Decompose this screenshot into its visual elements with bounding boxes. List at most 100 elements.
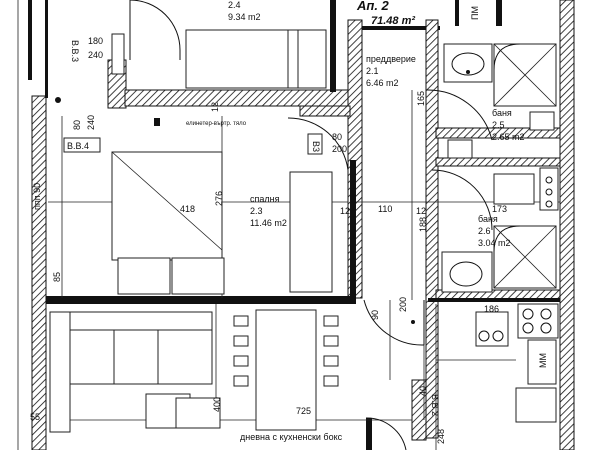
- vv4-label: В.В.4: [67, 141, 89, 151]
- wall-hall-top: [362, 26, 440, 30]
- dim-12a: 12: [340, 206, 350, 216]
- markers: [55, 97, 415, 324]
- hall-number: 2.1: [366, 66, 379, 76]
- door-swing-room-24: [129, 0, 181, 60]
- mm-label: ММ: [538, 353, 548, 368]
- washing-machine: [493, 173, 535, 205]
- room-24-area: 9.34 m2: [228, 12, 261, 22]
- dim-110: 110: [378, 204, 392, 214]
- hall-area: 6.46 m2: [366, 78, 399, 88]
- bed-pillow-right: [171, 257, 225, 295]
- sofa-side: [49, 311, 71, 433]
- dim-55: 55: [30, 412, 40, 422]
- hall-name: преддверие: [366, 54, 416, 64]
- bedroom-number: 2.3: [250, 206, 263, 216]
- wall-bedroom-top-right: [299, 105, 351, 117]
- hall-elements: [363, 89, 493, 346]
- bed-mattress: [185, 29, 297, 89]
- shaft-label: елинетер-въртр. тяло: [186, 121, 247, 127]
- dim-40: 40: [418, 386, 428, 396]
- dim-173: 173: [492, 204, 507, 214]
- column-vb2: [411, 379, 427, 441]
- vv3-label: В.В.3: [70, 40, 80, 62]
- fridge: [515, 387, 557, 423]
- bath1-name: баня: [492, 108, 512, 118]
- bed-pillow-left: [117, 257, 171, 295]
- bath1-area: 2.65 m2: [492, 132, 525, 142]
- dim-240a: 240: [88, 50, 103, 60]
- door-swing-bath2: [431, 169, 493, 231]
- headboard: [287, 29, 299, 89]
- wall-kitchen-top: [428, 298, 560, 302]
- dim-725: 725: [296, 406, 311, 416]
- dim-12c: 12: [210, 102, 220, 112]
- door-swing-hall: [425, 89, 493, 141]
- vb3-label: В3: [311, 141, 321, 152]
- dim-80b: 80: [332, 132, 342, 142]
- dim-165: 165: [416, 91, 426, 106]
- walls: [28, 0, 575, 450]
- dim-85: 85: [52, 272, 62, 282]
- left-exterior-wall: [31, 95, 47, 450]
- room-24-furniture: [111, 0, 327, 89]
- bath1-number: 2.5: [492, 120, 505, 130]
- dim-200b: 200: [398, 297, 408, 312]
- apartment-area: 71.48 m²: [371, 15, 415, 27]
- dim-12b: 12: [416, 206, 426, 216]
- dim-180: 180: [88, 36, 103, 46]
- wall-segment: [45, 0, 48, 98]
- bedroom-area: 11.46 m2: [250, 218, 287, 228]
- bedroom-furniture: [111, 117, 349, 295]
- dim-240b: 240: [86, 115, 96, 130]
- wall-bedroom-bottom: [46, 296, 356, 304]
- living-name: дневна с кухненски бокс: [240, 432, 343, 442]
- toilet-bath2: [447, 139, 473, 159]
- dining-chairs: [233, 315, 339, 387]
- wall-room-24-right: [330, 0, 336, 92]
- dim-248: 248: [436, 429, 446, 444]
- bath2-fixtures: [431, 167, 559, 293]
- door-swing-entrance: [363, 299, 425, 346]
- bedroom-name: спалня: [250, 194, 280, 204]
- bath2-area: 3.04 m2: [478, 238, 511, 248]
- dim-80: 80: [72, 120, 82, 130]
- dim-90: 90: [370, 310, 380, 320]
- dining-table: [255, 309, 317, 431]
- wall-bath2-top: [435, 157, 565, 167]
- left-wall-top: [28, 0, 32, 80]
- bath2-name: баня: [478, 214, 498, 224]
- ptp90-label: ппп 90: [32, 183, 42, 210]
- dim-400: 400: [212, 397, 222, 412]
- washbasin-bath1: [443, 43, 493, 83]
- dim-188: 188: [418, 217, 428, 232]
- toilet-bath1: [529, 111, 555, 131]
- bath2-number: 2.6: [478, 226, 491, 236]
- stove: [517, 303, 559, 339]
- bath1-fixtures: [443, 43, 557, 159]
- wall-bedroom-right: [350, 160, 356, 300]
- radiator: [111, 33, 125, 75]
- wall-pm-left: [455, 0, 459, 26]
- dishwasher: [527, 339, 557, 385]
- washbasin-bath2: [441, 251, 493, 293]
- living-furniture: [49, 303, 559, 450]
- dim-200: 200: [332, 144, 347, 154]
- dim-186: 186: [484, 304, 499, 314]
- wall-room-24-bottom: [124, 89, 351, 107]
- pm-label: ПМ: [470, 6, 480, 20]
- apartment-title: Ап. 2: [356, 0, 390, 13]
- wall-pm-right: [496, 0, 502, 26]
- right-exterior-wall: [559, 0, 575, 450]
- dim-276: 276: [214, 191, 224, 206]
- double-bed: [111, 151, 223, 261]
- door-swing-bedroom: [287, 117, 349, 171]
- wall-bath-left: [425, 19, 439, 439]
- dim-418: 418: [180, 204, 195, 214]
- wardrobe: [289, 171, 333, 293]
- wall-bottom-stub: [366, 418, 372, 450]
- vv4-box: [63, 137, 101, 153]
- kitchen-sink: [475, 311, 509, 347]
- room-24-number: 2.4: [228, 0, 241, 10]
- vb2-label: В.В.2: [430, 394, 440, 416]
